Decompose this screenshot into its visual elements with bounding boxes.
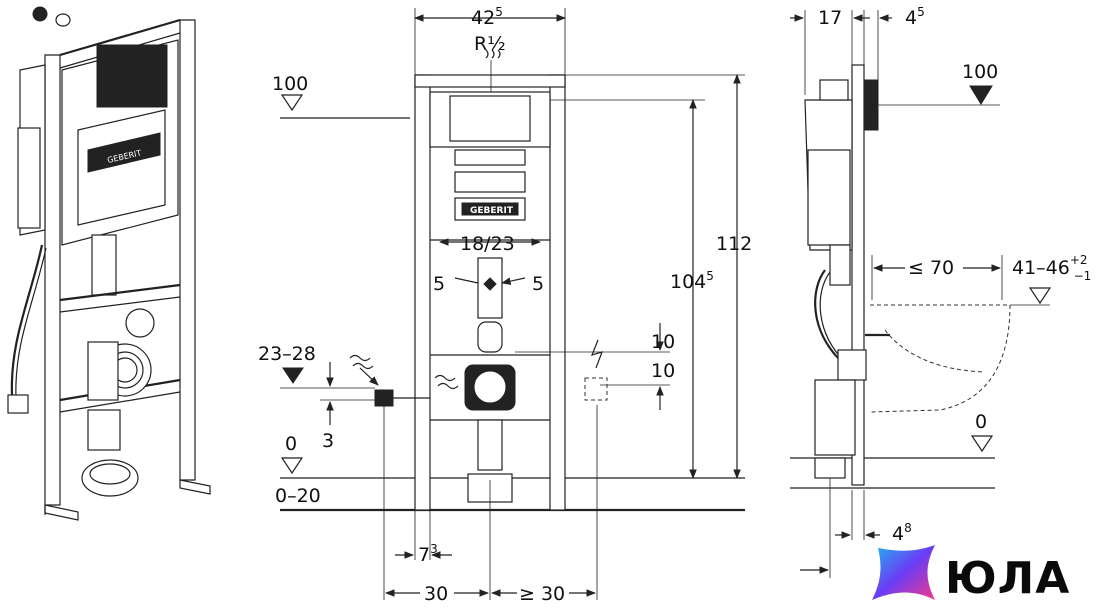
level-marker-icon xyxy=(970,435,994,453)
center-diamond-icon xyxy=(483,277,497,291)
water-supply-icon xyxy=(349,354,394,407)
offset-left-label: 5 xyxy=(433,273,445,295)
drain-elbow-icon xyxy=(464,364,516,411)
level-marker-icon xyxy=(969,85,993,105)
brand-plate-icon xyxy=(87,132,161,173)
wc-bowl-outline xyxy=(869,304,1011,413)
perspective-view: GEBERIT xyxy=(7,6,211,521)
level-marker-icon xyxy=(282,367,304,384)
connection-label: R½ xyxy=(474,33,506,55)
height-total-label: 112 xyxy=(716,233,752,255)
level-0-label: 0 xyxy=(285,433,297,455)
drain-offset-label: 3 xyxy=(322,430,334,452)
base-label: 48 xyxy=(892,521,912,545)
connection-valve-icon xyxy=(32,6,71,27)
brand-logo-icon xyxy=(872,545,935,600)
foot-label: 73 xyxy=(418,542,438,566)
height-104-label: 1045 xyxy=(670,269,714,293)
bowl-height-label: 41–46+2−1 xyxy=(1012,253,1091,283)
side-view: 17 45 100 ≤ 70 41–46+2−1 0 48 xyxy=(790,5,1091,578)
level-marker-icon xyxy=(280,94,304,112)
electrical-box-icon xyxy=(584,377,608,401)
steam-icon xyxy=(485,49,501,59)
level-100-label: 100 xyxy=(962,61,998,83)
offset-right-label: 5 xyxy=(532,273,544,295)
panel-icon xyxy=(863,79,879,131)
lightning-icon xyxy=(590,339,603,369)
depth-label: 17 xyxy=(818,7,842,29)
level-0-label: 0 xyxy=(975,411,987,433)
dim-10-upper-label: 10 xyxy=(651,331,675,353)
bottom-left-label: 30 xyxy=(424,583,448,605)
floor-range-label: 0–20 xyxy=(275,485,321,507)
front-view: GEBERIT 425 R½ 100 xyxy=(258,5,752,605)
drain-elbow-icon xyxy=(87,308,155,401)
access-grille-icon xyxy=(96,44,168,108)
level-100-label: 100 xyxy=(272,73,308,95)
drain-range-label: 23–28 xyxy=(258,343,316,365)
watermark: ЮЛА xyxy=(872,545,1070,604)
connector-ring-icon xyxy=(81,459,139,497)
level-marker-icon xyxy=(1028,287,1052,305)
flow-icon xyxy=(434,374,459,390)
bottom-right-label: ≥ 30 xyxy=(519,583,565,605)
brand-plate-label: GEBERIT xyxy=(470,206,514,216)
brand-plate-icon xyxy=(461,202,519,216)
width-label: 425 xyxy=(471,5,503,29)
bowl-reach-label: ≤ 70 xyxy=(908,257,954,279)
dim-10-lower-label: 10 xyxy=(651,360,675,382)
spacing-label: 18/23 xyxy=(460,233,515,255)
brand-wordmark: ЮЛА xyxy=(945,553,1070,604)
level-marker-icon xyxy=(280,457,304,475)
panel-label: 45 xyxy=(905,5,925,29)
